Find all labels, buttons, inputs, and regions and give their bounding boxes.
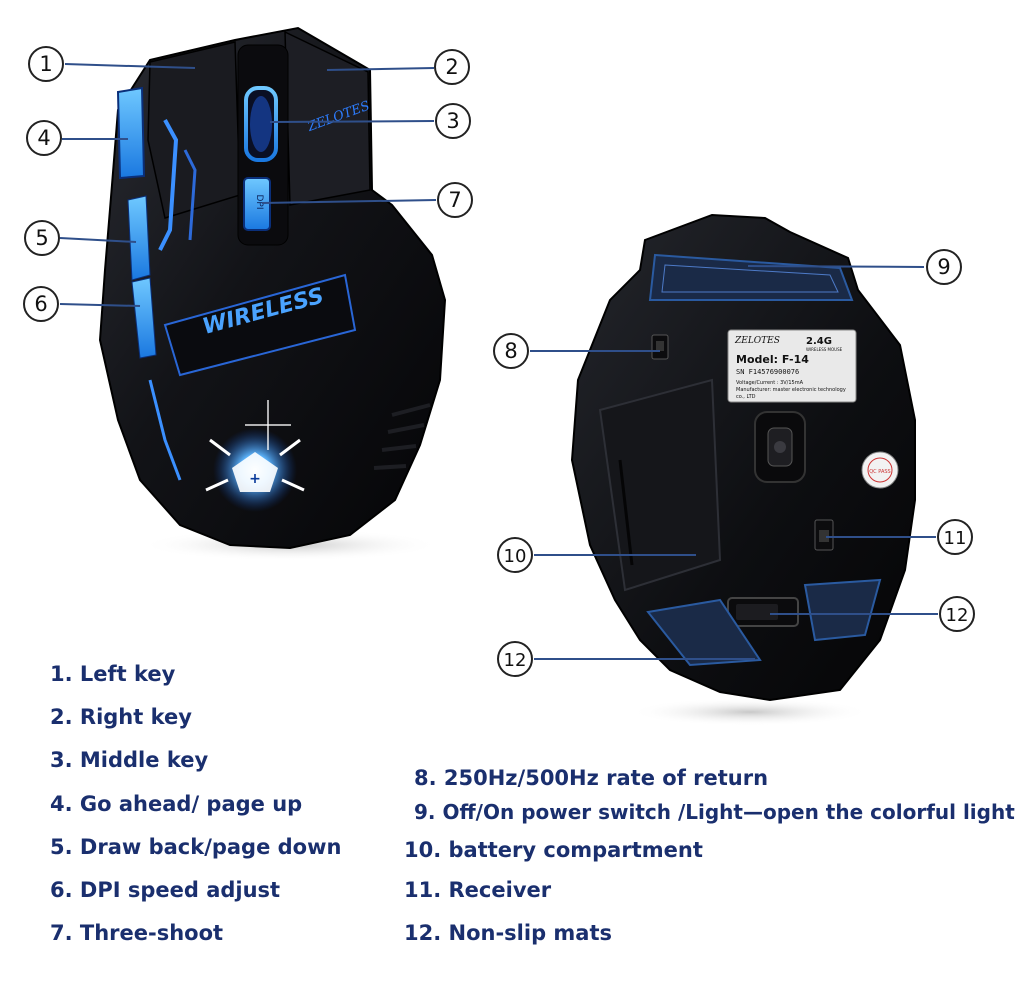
callout-circle-9: [926, 249, 962, 285]
callout-number-5: 5: [35, 226, 48, 250]
callout-circle-6: [23, 286, 59, 322]
callout-circle-2: [434, 49, 470, 85]
legend-text: 2. Right key: [50, 705, 192, 729]
callout-number-12: 12: [504, 650, 527, 671]
callout-number-7: 7: [448, 188, 461, 212]
left-streak-2: [183, 149, 197, 241]
callout-number-10: 10: [504, 546, 527, 567]
label-sn: SN F14576900076: [736, 368, 799, 376]
callout-circle-7: [437, 182, 473, 218]
callout-number-6: 6: [34, 292, 47, 316]
legend-item-three-shoot: 7. Three-shoot: [50, 923, 223, 944]
label-band: 2.4G: [806, 336, 832, 347]
mouse-side-button-4: [127, 195, 151, 281]
legend-item-right-key: 2. Right key: [50, 707, 192, 728]
left-streak: [158, 119, 179, 251]
label-brand: ZELOTES: [734, 336, 780, 346]
product-label-sticker: [727, 329, 857, 403]
legend-item-receiver: 11. Receiver: [404, 880, 551, 901]
legend-item-draw-back: 5. Draw back/page down: [50, 837, 341, 858]
mouse-bottom-shadow: [630, 698, 870, 726]
callout-number-1: 1: [39, 52, 52, 76]
bottom-non-slip-pad-right: [803, 578, 882, 642]
callout-number-2: 2: [445, 55, 458, 79]
legend-text: 12. Non-slip mats: [404, 921, 613, 945]
callout-circle-12: [939, 596, 975, 632]
legend-item-rate: 8. 250Hz/500Hz rate of return: [414, 768, 768, 789]
wireless-band: [163, 273, 357, 377]
mouse-three-shoot-button: [116, 86, 146, 180]
label-manufacturer: Manufacturer: master electronic technolo…: [736, 387, 846, 393]
mouse-side-button-5: [131, 277, 157, 359]
callout-circle-4: [26, 120, 62, 156]
legend-text: 9. Off/On power switch /Light—open the c…: [414, 800, 1015, 824]
legend-item-go-ahead: 4. Go ahead/ page up: [50, 794, 302, 815]
callout-circle-1: [28, 46, 64, 82]
legend-text: 5. Draw back/page down: [50, 835, 342, 859]
callout-number-9: 9: [937, 255, 950, 279]
legend-item-middle-key: 3. Middle key: [50, 750, 208, 771]
legend-item-battery: 10. battery compartment: [404, 840, 703, 861]
legend-item-left-key: 1. Left key: [50, 664, 175, 685]
mouse-dpi-button: [243, 177, 271, 231]
callout-number-12: 12: [946, 605, 969, 626]
mouse-left-key: [147, 41, 241, 219]
legend-text: 7. Three-shoot: [50, 921, 224, 945]
callout-number-8: 8: [504, 339, 517, 363]
legend-item-dpi: 6. DPI speed adjust: [50, 880, 280, 901]
label-co: co., LTD: [736, 394, 756, 400]
callout-number-3: 3: [446, 109, 459, 133]
callout-circle-12: [497, 641, 533, 677]
label-model: Model: F-14: [736, 353, 809, 366]
right-grip-grooves: [373, 403, 431, 470]
legend-text: 4. Go ahead/ page up: [50, 792, 303, 816]
callout-circle-5: [24, 220, 60, 256]
legend-item-power: 9. Off/On power switch /Light—open the c…: [414, 802, 1015, 822]
spider-logo-cross: +: [249, 471, 261, 487]
callout-circle-11: [937, 519, 973, 555]
callout-circle-10: [497, 537, 533, 573]
lower-streak: [148, 379, 182, 481]
label-voltage: Voltage/Current : 3V/15mA: [736, 380, 804, 386]
legend-text: 11. Receiver: [404, 878, 552, 902]
mouse-top-view: DPI WIRELESS ZELOTES +: [98, 26, 447, 561]
spider-logo-icon: +: [205, 400, 305, 512]
qc-pass-sticker: QC PASS: [861, 451, 899, 489]
legend-text: 8. 250Hz/500Hz rate of return: [414, 766, 769, 790]
qc-sticker-text: QC PASS: [869, 469, 890, 475]
callout-lines: [59, 63, 938, 660]
legend-text: 3. Middle key: [50, 748, 209, 772]
legend-text: 6. DPI speed adjust: [50, 878, 281, 902]
mouse-bottom-view: ZELOTES 2.4G WIRELESS MOUSE Model: F-14 …: [570, 213, 916, 726]
callout-circle-3: [435, 103, 471, 139]
dpi-button-label: DPI: [254, 194, 264, 209]
callout-circle-8: [493, 333, 529, 369]
legend-item-non-slip: 12. Non-slip mats: [404, 923, 612, 944]
legend-text: 1. Left key: [50, 662, 176, 686]
bottom-non-slip-pad-left: [646, 598, 762, 667]
label-band-sub: WIRELESS MOUSE: [806, 347, 843, 352]
legend-text: 10. battery compartment: [404, 838, 703, 862]
callout-number-11: 11: [944, 528, 967, 549]
callout-number-4: 4: [37, 126, 50, 150]
